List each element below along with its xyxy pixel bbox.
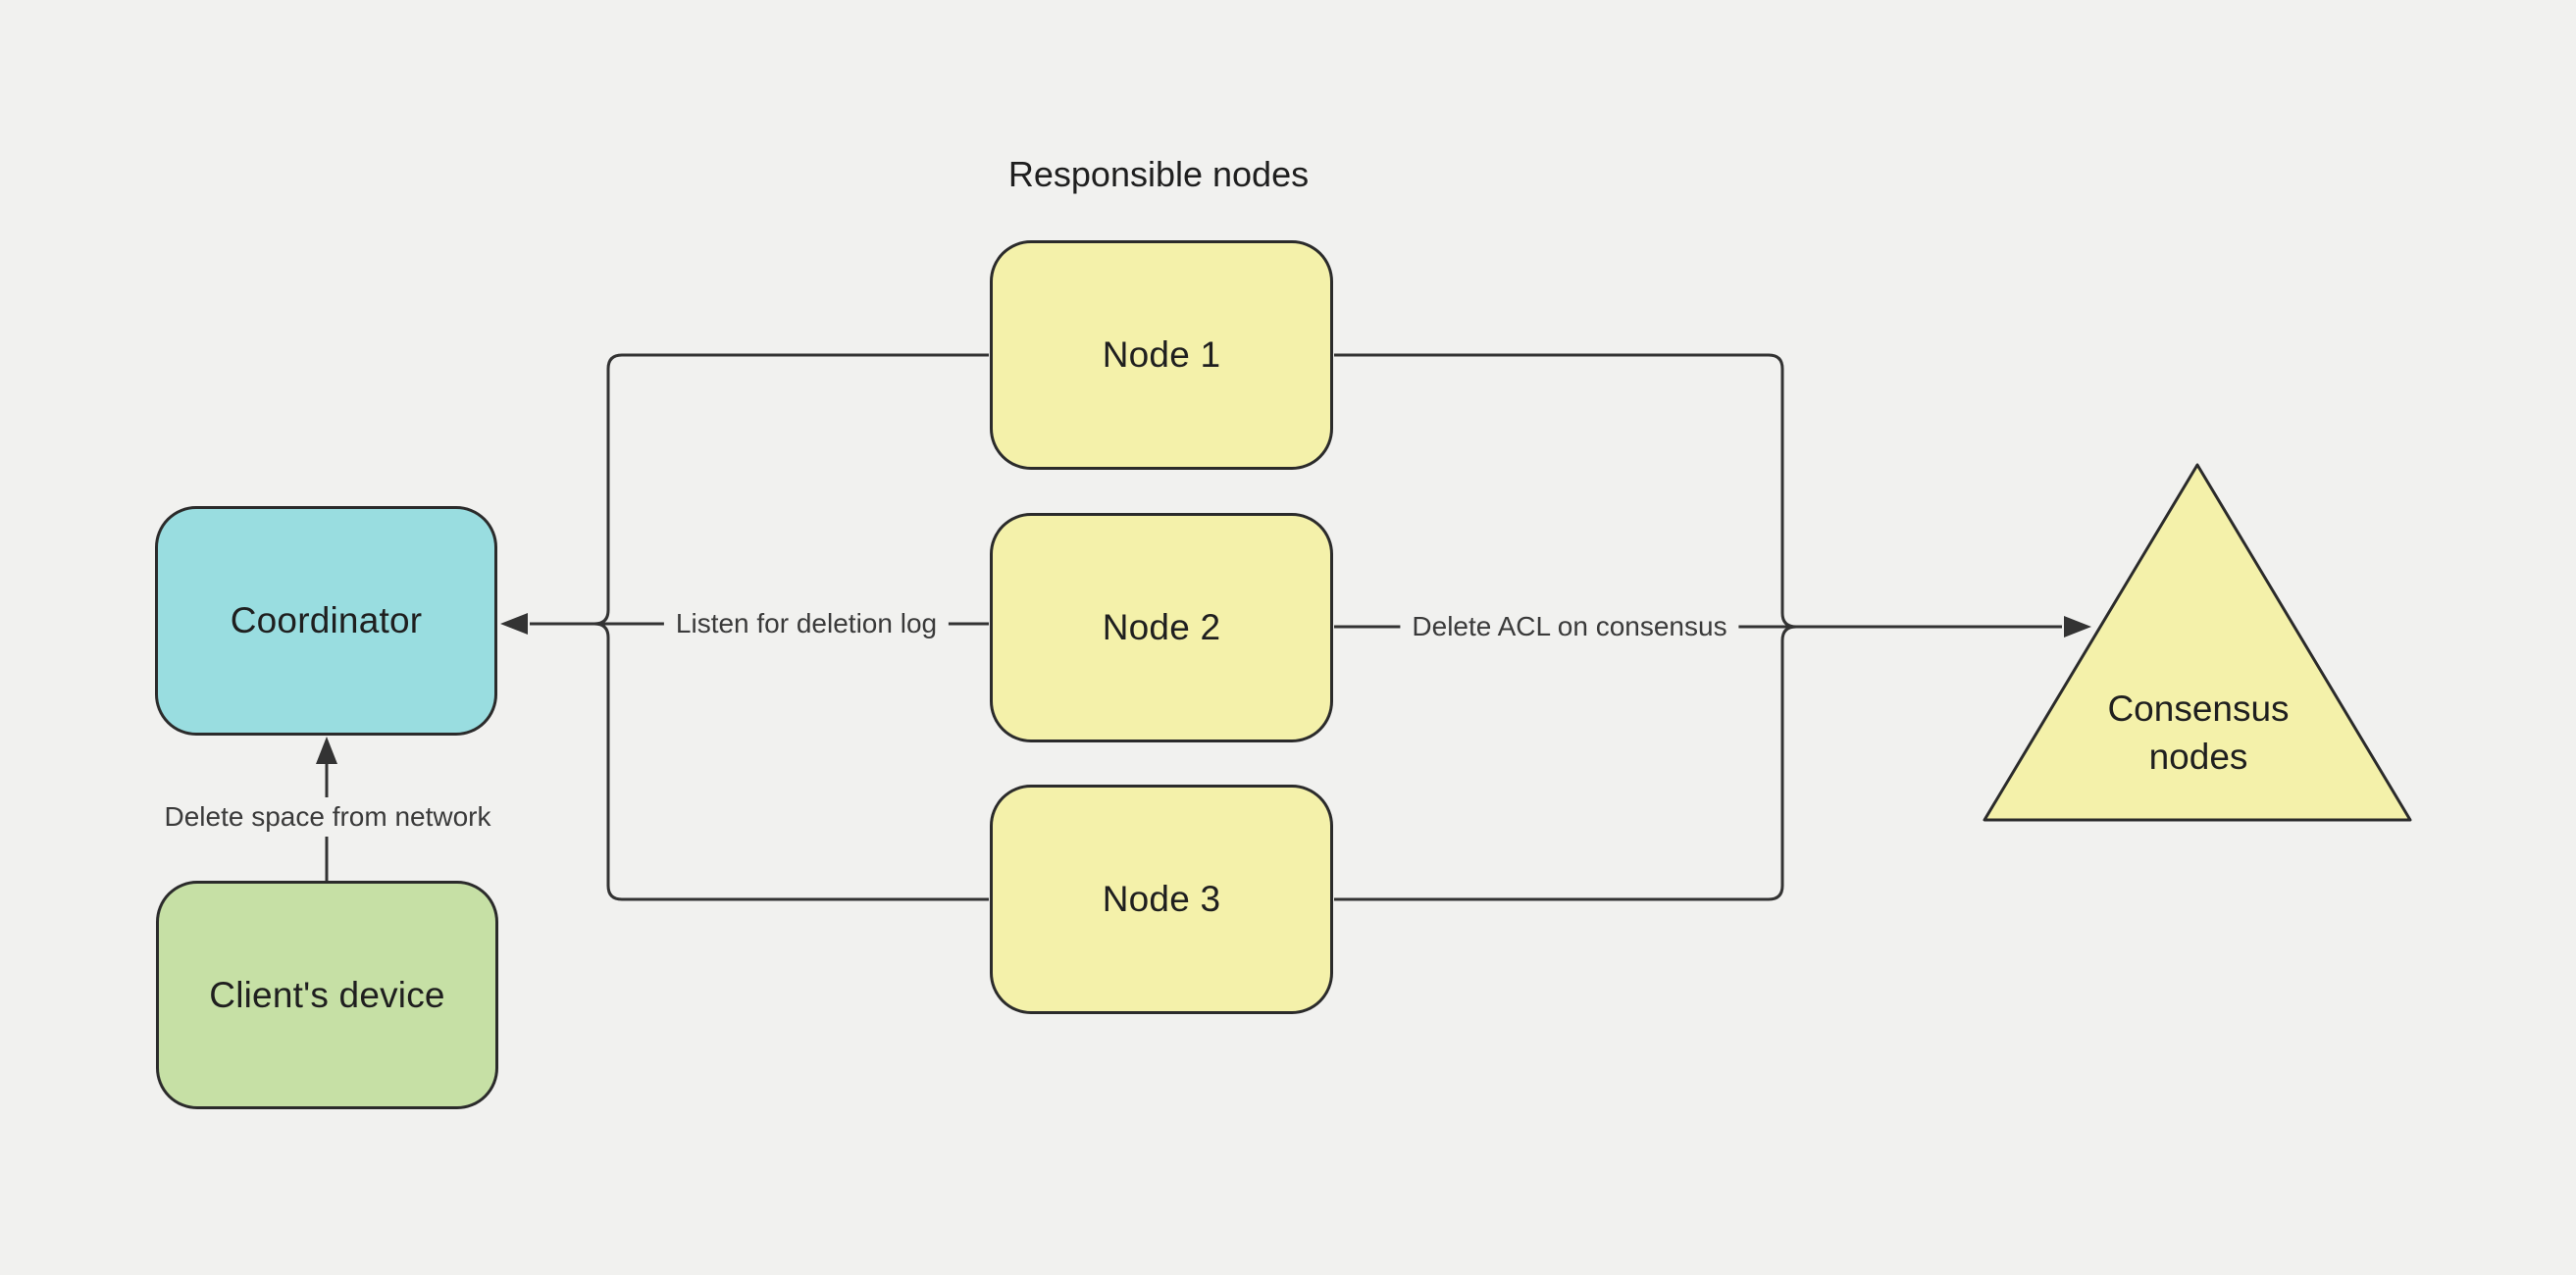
node-box-3[interactable]: Node 3 <box>990 785 1333 1014</box>
node-2-label: Node 2 <box>1102 607 1221 647</box>
node-box-1[interactable]: Node 1 <box>990 240 1333 470</box>
node-box-2[interactable]: Node 2 <box>990 513 1333 742</box>
connector-node3-coordinator <box>530 622 989 901</box>
diagram-title: Responsible nodes <box>1007 154 1310 194</box>
node-3-label: Node 3 <box>1102 879 1221 919</box>
client-device-label: Client's device <box>209 974 445 1015</box>
client-device-box[interactable]: Client's device <box>156 881 498 1109</box>
connector-node1-consensus <box>1334 353 2062 629</box>
edge-label-delete-space-from-network: Delete space from network <box>152 797 503 837</box>
edge-label-delete-acl-on-consensus: Delete ACL on consensus <box>1400 607 1739 646</box>
connector-node1-coordinator <box>530 353 989 626</box>
arrowhead-into-coordinator-bottom <box>316 737 337 764</box>
connector-node3-consensus <box>1334 625 2062 901</box>
coordinator-box[interactable]: Coordinator <box>155 506 497 736</box>
arrowhead-into-coordinator-right <box>500 613 528 635</box>
consensus-triangle[interactable] <box>1983 463 2412 822</box>
coordinator-label: Coordinator <box>230 600 423 640</box>
consensus-nodes-label: Consensus nodes <box>2107 688 2290 777</box>
arrowhead-into-consensus <box>2064 616 2091 638</box>
edge-label-listen-for-deletion-log: Listen for deletion log <box>663 604 950 643</box>
node-1-label: Node 1 <box>1102 334 1221 375</box>
